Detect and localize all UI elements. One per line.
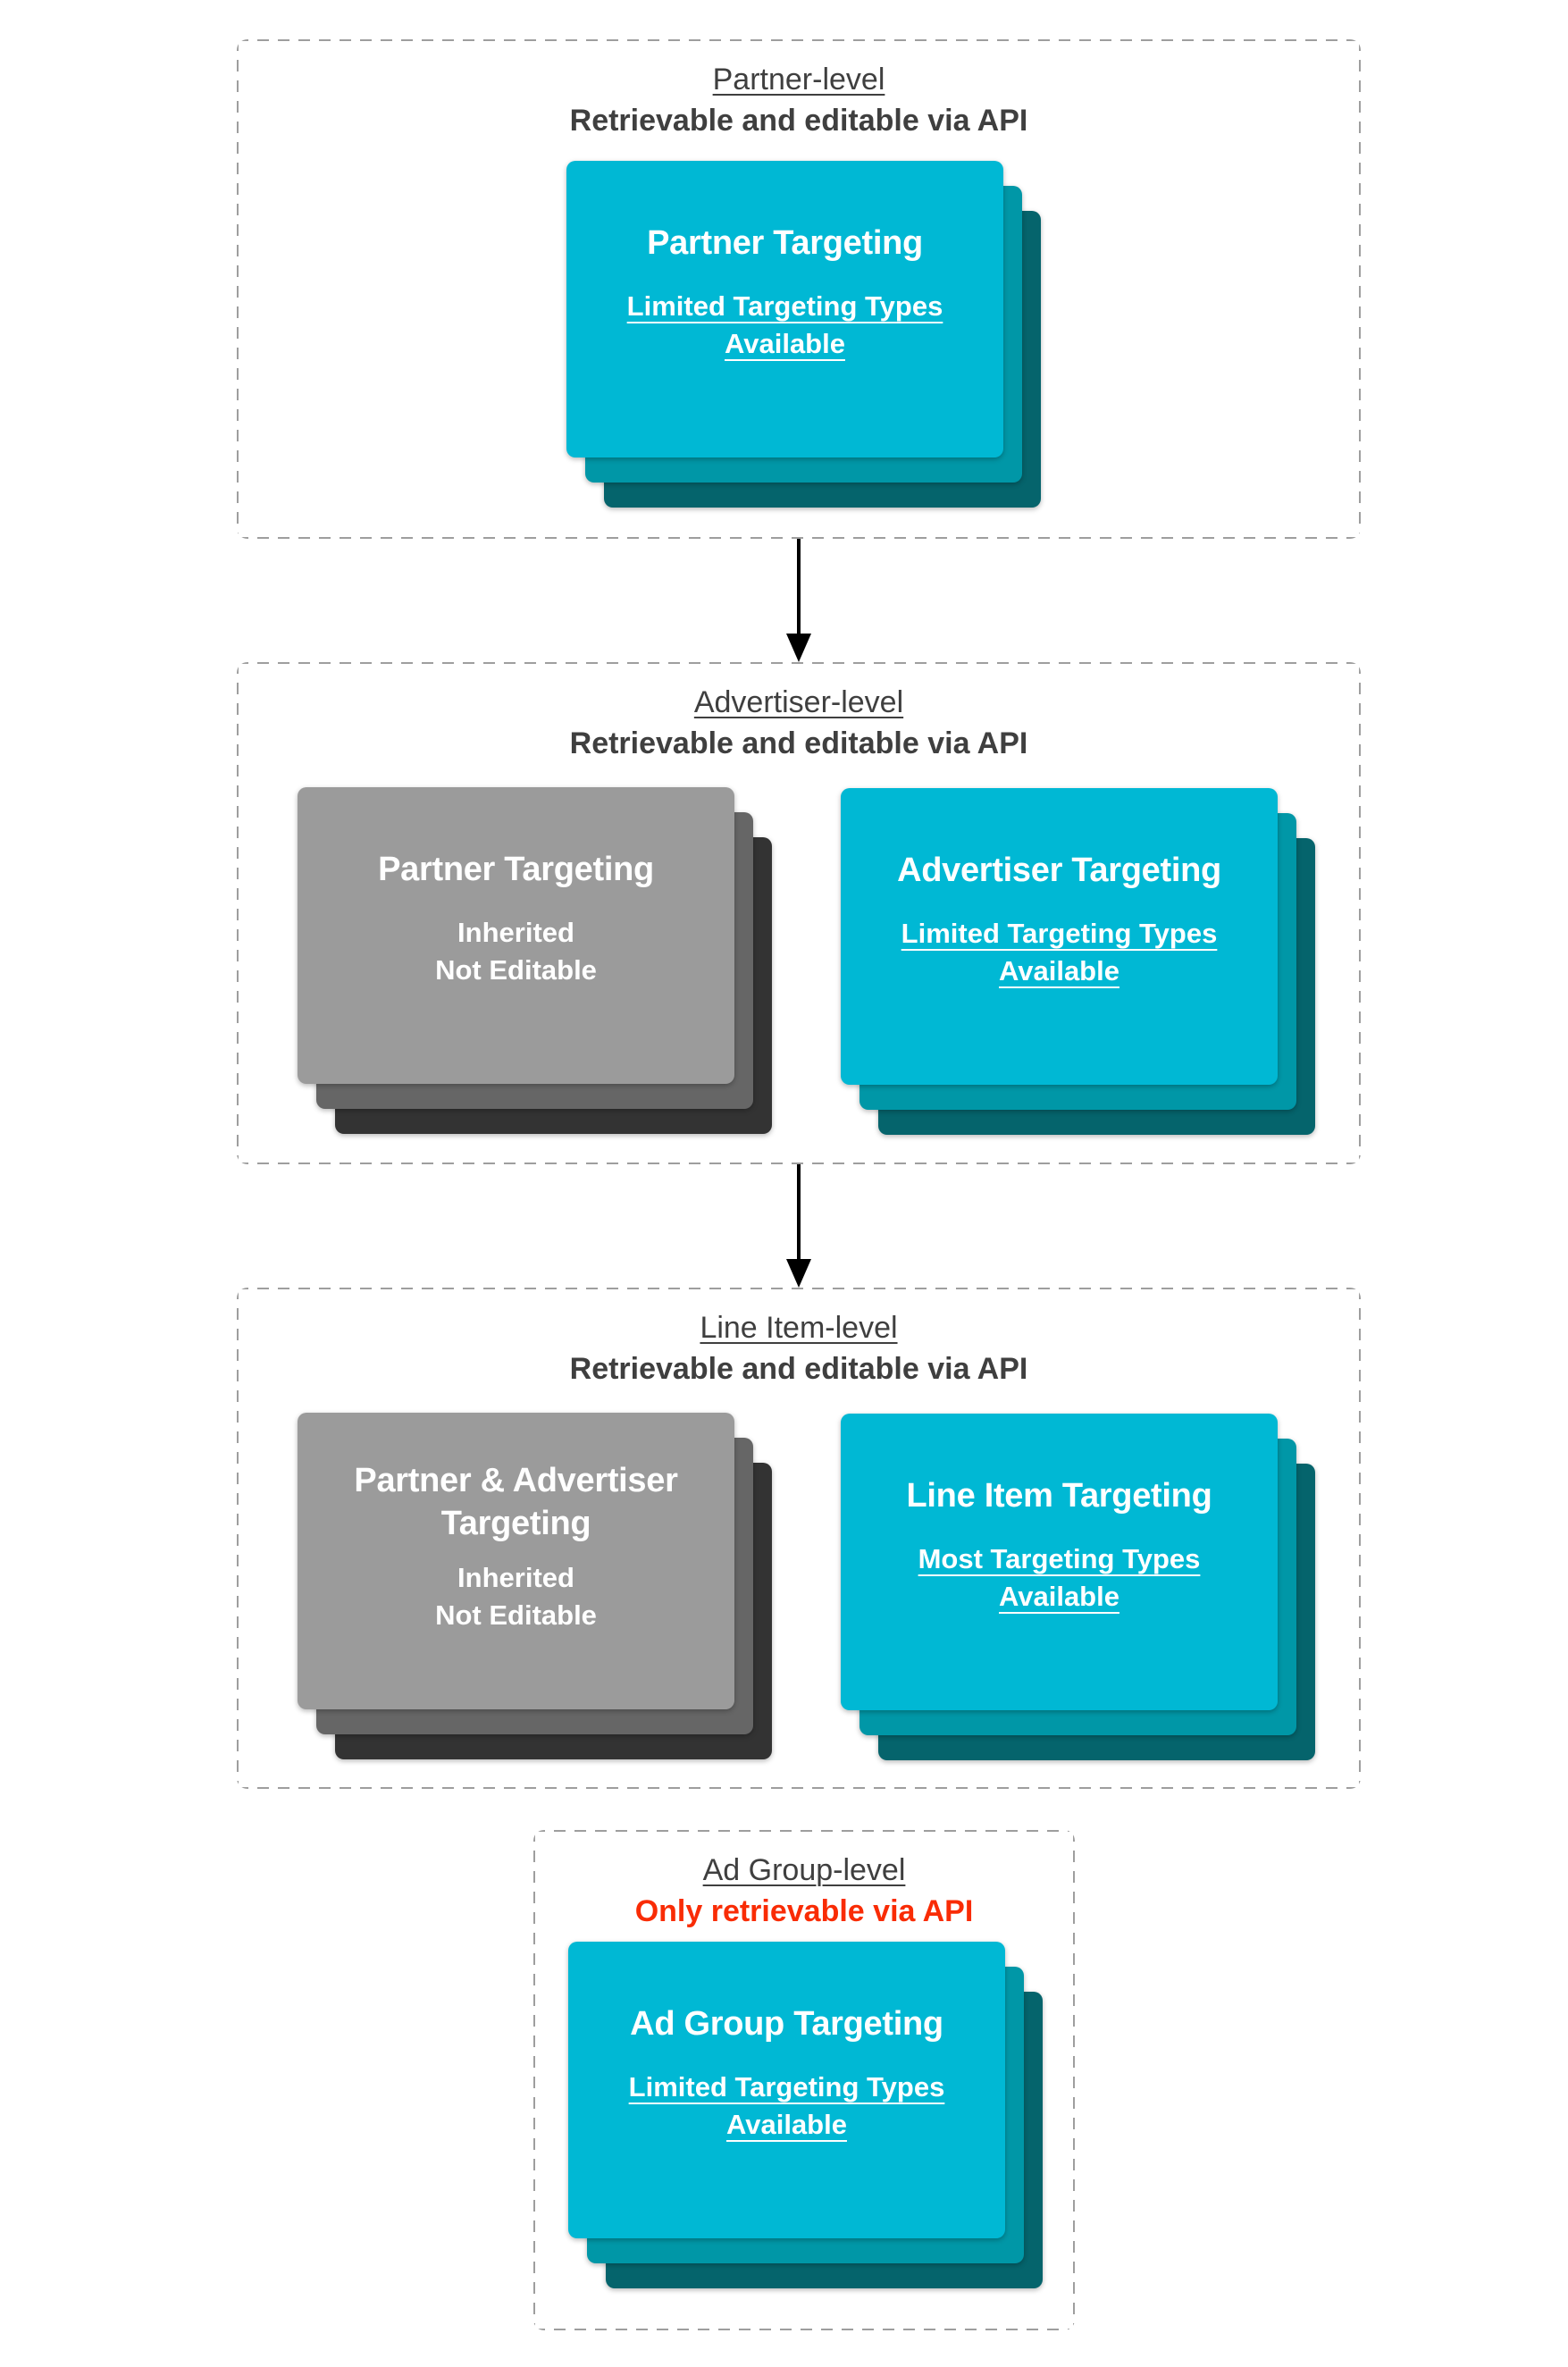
card-stack-inherited-partner-targeting: Partner Targeting Inherited Not Editable	[298, 787, 772, 1134]
card-subtitle-line: Limited Targeting Types	[626, 290, 943, 322]
section-title: Ad Group-level	[702, 1853, 906, 1887]
card-title: Advertiser Targeting	[897, 852, 1221, 889]
section-subtitle: Retrievable and editable via API	[569, 1352, 1028, 1386]
arrow-head	[786, 634, 811, 662]
card-stack-inherited-partner-advertiser-targeting: Partner & Advertiser Targeting Inherited…	[298, 1413, 772, 1759]
card-subtitle-line: Not Editable	[435, 954, 597, 986]
card-subtitle-line: Available	[999, 955, 1119, 986]
section-title: Partner-level	[712, 63, 885, 97]
section-subtitle: Retrievable and editable via API	[569, 104, 1028, 138]
card-title: Line Item Targeting	[906, 1477, 1212, 1515]
card-advertiser-targeting: Advertiser Targeting Limited Targeting T…	[841, 788, 1278, 1085]
arrow-line	[797, 539, 801, 634]
arrow-line	[797, 1164, 801, 1260]
card-subtitle-line: Available	[726, 2109, 847, 2140]
section-line-item-level: Line Item-level Retrievable and editable…	[237, 1288, 1361, 1789]
card-title: Partner Targeting	[647, 224, 923, 262]
flow-arrow-down-icon	[786, 1164, 811, 1288]
card-stack-partner-targeting: Partner Targeting Limited Targeting Type…	[566, 161, 1041, 508]
section-advertiser-level: Advertiser-level Retrievable and editabl…	[237, 662, 1361, 1164]
card-subtitle-line: Inherited	[457, 917, 574, 948]
card-subtitle: Inherited Not Editable	[435, 914, 597, 989]
arrow-head	[786, 1259, 811, 1288]
card-subtitle: Limited Targeting Types Available	[901, 915, 1218, 990]
card-partner-advertiser-targeting-inherited: Partner & Advertiser Targeting Inherited…	[298, 1413, 734, 1709]
card-subtitle-line: Available	[725, 328, 845, 359]
card-title: Partner & Advertiser Targeting	[354, 1462, 678, 1542]
section-header: Advertiser-level Retrievable and editabl…	[237, 662, 1361, 764]
section-subtitle: Only retrievable via API	[634, 1894, 974, 1928]
section-subtitle: Retrievable and editable via API	[569, 726, 1028, 760]
card-title: Ad Group Targeting	[630, 2005, 943, 2043]
card-subtitle: Limited Targeting Types Available	[627, 288, 943, 363]
card-subtitle: Limited Targeting Types Available	[629, 2069, 945, 2144]
card-title: Partner Targeting	[378, 851, 654, 888]
flow-arrow-down-icon	[786, 539, 811, 662]
card-line-item-targeting: Line Item Targeting Most Targeting Types…	[841, 1414, 1278, 1710]
card-subtitle: Inherited Not Editable	[435, 1559, 597, 1634]
card-partner-targeting-inherited: Partner Targeting Inherited Not Editable	[298, 787, 734, 1084]
card-stack-advertiser-targeting: Advertiser Targeting Limited Targeting T…	[841, 788, 1315, 1135]
card-subtitle-line: Not Editable	[435, 1599, 597, 1631]
card-subtitle-line: Most Targeting Types	[918, 1543, 1201, 1574]
card-stack-ad-group-targeting: Ad Group Targeting Limited Targeting Typ…	[568, 1942, 1043, 2288]
card-partner-targeting: Partner Targeting Limited Targeting Type…	[566, 161, 1003, 457]
section-title: Advertiser-level	[693, 685, 904, 719]
card-subtitle-line: Limited Targeting Types	[901, 918, 1218, 949]
section-header: Line Item-level Retrievable and editable…	[237, 1288, 1361, 1389]
card-subtitle-line: Available	[999, 1581, 1119, 1612]
section-title: Line Item-level	[700, 1311, 898, 1345]
card-subtitle: Most Targeting Types Available	[918, 1540, 1201, 1616]
card-stack-line-item-targeting: Line Item Targeting Most Targeting Types…	[841, 1414, 1315, 1760]
card-subtitle-line: Inherited	[457, 1562, 574, 1593]
section-ad-group-level: Ad Group-level Only retrievable via API …	[533, 1830, 1075, 2330]
section-header: Partner-level Retrievable and editable v…	[237, 39, 1361, 141]
card-ad-group-targeting: Ad Group Targeting Limited Targeting Typ…	[568, 1942, 1005, 2238]
card-subtitle-line: Limited Targeting Types	[628, 2071, 945, 2103]
section-partner-level: Partner-level Retrievable and editable v…	[237, 39, 1361, 539]
section-header: Ad Group-level Only retrievable via API	[533, 1830, 1075, 1932]
